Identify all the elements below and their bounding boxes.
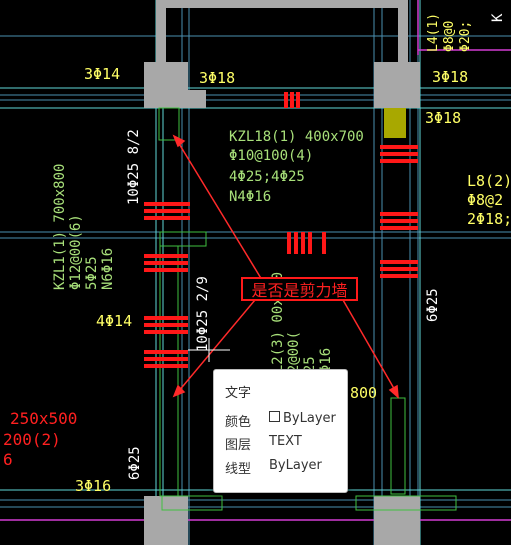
beam-text: Φ12@00(6) bbox=[68, 214, 84, 290]
tooltip-value-linetype: ByLayer bbox=[269, 458, 322, 473]
red-beam-label: 250x500 200(2) 6 bbox=[3, 409, 77, 469]
rebar-label: 3Φ18 bbox=[432, 68, 468, 86]
rebar-label: 6Φ25 bbox=[425, 288, 441, 322]
crosshair-cursor bbox=[188, 338, 230, 362]
color-swatch-icon bbox=[269, 411, 280, 422]
beam-kzl18-label: KZL18(1) 400x700 Φ10@100(4) 4Φ25;4Φ25 N4… bbox=[229, 129, 364, 205]
beam-text: 2Φ18; bbox=[467, 210, 511, 228]
rebar-label-group: 3Φ14 3Φ18 3Φ18 3Φ18 4Φ14 3Φ16 bbox=[75, 65, 468, 495]
shear-walls bbox=[158, 107, 457, 511]
rebar-label: 10Φ25 2/9 bbox=[195, 276, 211, 352]
beam-kzl1-label: KZL1(1) 700x800 Φ12@00(6) 5Φ25 N6Φ16 bbox=[52, 164, 116, 290]
beam-text: KZL1(1) 700x800 bbox=[52, 164, 68, 290]
beam-text: N4Φ16 bbox=[229, 189, 271, 205]
magenta-lines bbox=[0, 0, 511, 521]
beam-text: Φ20; bbox=[458, 21, 473, 52]
beam-text: Φ10@100(4) bbox=[229, 148, 313, 164]
rebar-label: 3Φ16 bbox=[75, 477, 111, 495]
beam-text: KZL2(3) 00x800 bbox=[270, 272, 286, 390]
olive-block bbox=[384, 108, 406, 138]
beam-text: 4Φ25;4Φ25 bbox=[229, 169, 305, 185]
tooltip-label-color: 颜色 bbox=[225, 415, 252, 430]
beam-text: 6 bbox=[3, 450, 13, 469]
tooltip-value-layer: TEXT bbox=[269, 434, 302, 449]
callout-arrows bbox=[172, 134, 399, 399]
tooltip-value-color: ByLayer bbox=[269, 411, 336, 426]
beam-l8-label: L8(2) Φ8@2 2Φ18; bbox=[467, 172, 511, 228]
beam-text: Φ8@0 bbox=[442, 21, 457, 52]
shear-wall-callout: 是否是剪力墙 bbox=[241, 277, 358, 301]
beam-text: 250x500 bbox=[10, 409, 77, 428]
object-properties-tooltip: 文字 颜色 ByLayer 图层 TEXT 线型 ByLayer bbox=[213, 369, 348, 493]
columns bbox=[144, 0, 420, 545]
rebar-bars bbox=[144, 92, 418, 368]
rebar-label: 3Φ18 bbox=[425, 109, 461, 127]
tooltip-label-linetype: 线型 bbox=[225, 462, 252, 477]
tooltip-value-text: ByLayer bbox=[283, 411, 336, 426]
rebar-label: 3Φ18 bbox=[199, 69, 235, 87]
vertical-labels: 10Φ25 8/2 10Φ25 2/9 6Φ25 6Φ25 bbox=[126, 129, 441, 480]
tooltip-label-layer: 图层 bbox=[225, 438, 252, 453]
beam-text: 200(2) bbox=[3, 430, 61, 449]
rebar-label: 10Φ25 8/2 bbox=[126, 129, 142, 205]
rebar-label: 6Φ25 bbox=[127, 446, 143, 480]
beam-text: L8(2) bbox=[467, 172, 511, 190]
beam-text: KZL18(1) 400x700 bbox=[229, 129, 364, 145]
beam-text: N6Φ16 bbox=[100, 248, 116, 290]
corner-text: K bbox=[490, 13, 506, 22]
tooltip-title: 文字 bbox=[225, 386, 252, 401]
rebar-label: 3Φ14 bbox=[84, 65, 120, 83]
dimension-label: 800 bbox=[350, 384, 377, 402]
beam-text: L4(1) bbox=[426, 13, 441, 52]
rebar-label: 4Φ14 bbox=[96, 312, 132, 330]
beam-text: 5Φ25 bbox=[84, 256, 100, 290]
beam-l4-label: L4(1) Φ8@0 Φ20; bbox=[426, 13, 473, 52]
beam-text: Φ8@2 bbox=[467, 191, 503, 209]
